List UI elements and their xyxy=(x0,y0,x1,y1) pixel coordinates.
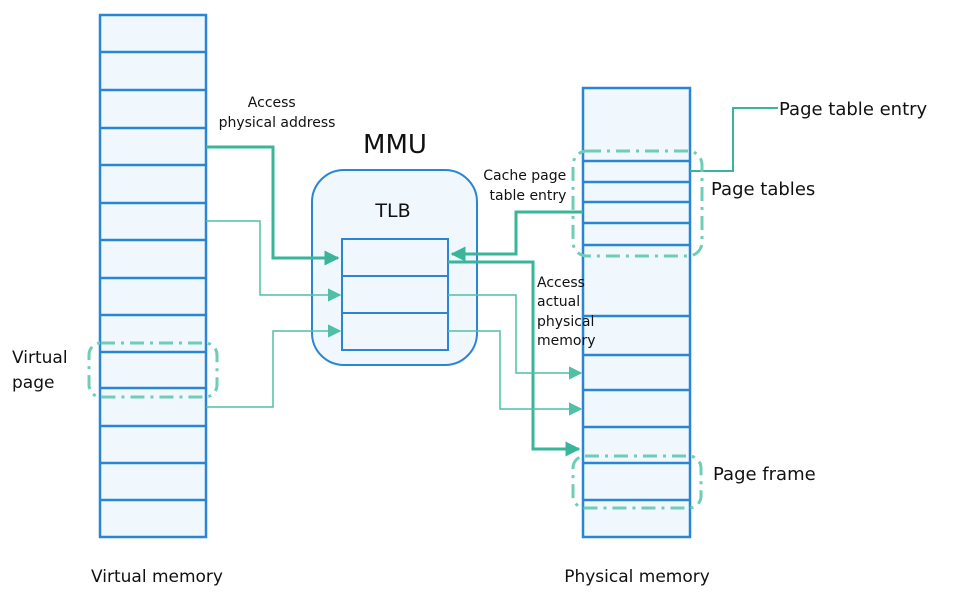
virtual-memory-column xyxy=(98,13,208,539)
tlb-table xyxy=(341,238,449,351)
tlb-entry xyxy=(341,275,449,314)
access-physical-address-arrow xyxy=(206,145,340,266)
access-physical-address-label: Access physical address xyxy=(219,95,336,131)
tlb-label: TLB xyxy=(374,200,410,222)
page-frame-label: Page frame xyxy=(713,464,816,485)
cache-page-table-entry-arrow xyxy=(450,210,583,262)
tlb-entry xyxy=(341,238,449,277)
page-table-entry-leader xyxy=(690,107,778,172)
page-tables-group-outline xyxy=(571,149,704,258)
physical-memory-column xyxy=(581,86,692,539)
physical-memory-block xyxy=(581,86,692,539)
page-frame-group-outline xyxy=(571,454,703,510)
access-actual-physical-memory-arrow xyxy=(448,260,581,457)
virtual-memory-block xyxy=(98,13,208,539)
cache-page-table-entry-label: Cache page table entry xyxy=(483,168,570,204)
access-actual-physical-memory-label: Access actual physical memory xyxy=(537,275,599,349)
tlb-entry xyxy=(341,312,449,351)
vm-to-tlb-arrow-2 xyxy=(206,220,342,302)
page-tables-label: Page tables xyxy=(711,179,815,200)
vm-to-tlb-arrow-3 xyxy=(206,324,342,408)
page-table-entry-label: Page table entry xyxy=(779,99,928,120)
mmu-label: MMU xyxy=(363,130,427,160)
virtual-page-label: Virtual page xyxy=(12,348,73,393)
virtual-page-group-outline xyxy=(87,341,219,399)
mmu-box: MMU TLB xyxy=(311,130,478,366)
virtual-memory-label: Virtual memory xyxy=(91,567,223,587)
tlb-to-pm-arrow-3 xyxy=(448,330,583,416)
physical-memory-label: Physical memory xyxy=(564,567,710,587)
tlb-to-pm-arrow-2 xyxy=(448,294,583,380)
